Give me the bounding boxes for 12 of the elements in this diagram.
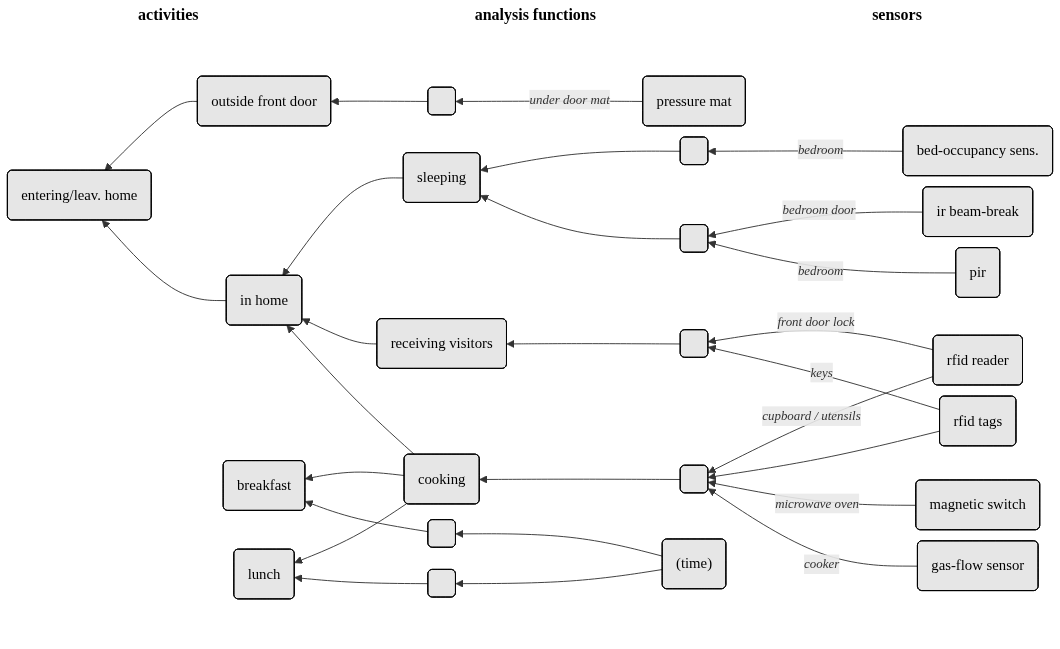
column-heading: activities [138,6,199,24]
column-heading: sensors [872,6,922,24]
column-heading: analysis functions [474,6,596,24]
edge-label: bedroom [797,142,844,157]
edge-label: front door lock [777,315,855,330]
edge-label: bedroom [797,264,844,279]
edge-label: cooker [804,557,840,572]
edge-label: cupboard / utensils [762,409,861,424]
edge-label: under door mat [529,92,610,107]
edge-label: keys [810,365,833,380]
edge-label: microwave oven [775,496,859,511]
edge-label: bedroom door [782,203,856,218]
